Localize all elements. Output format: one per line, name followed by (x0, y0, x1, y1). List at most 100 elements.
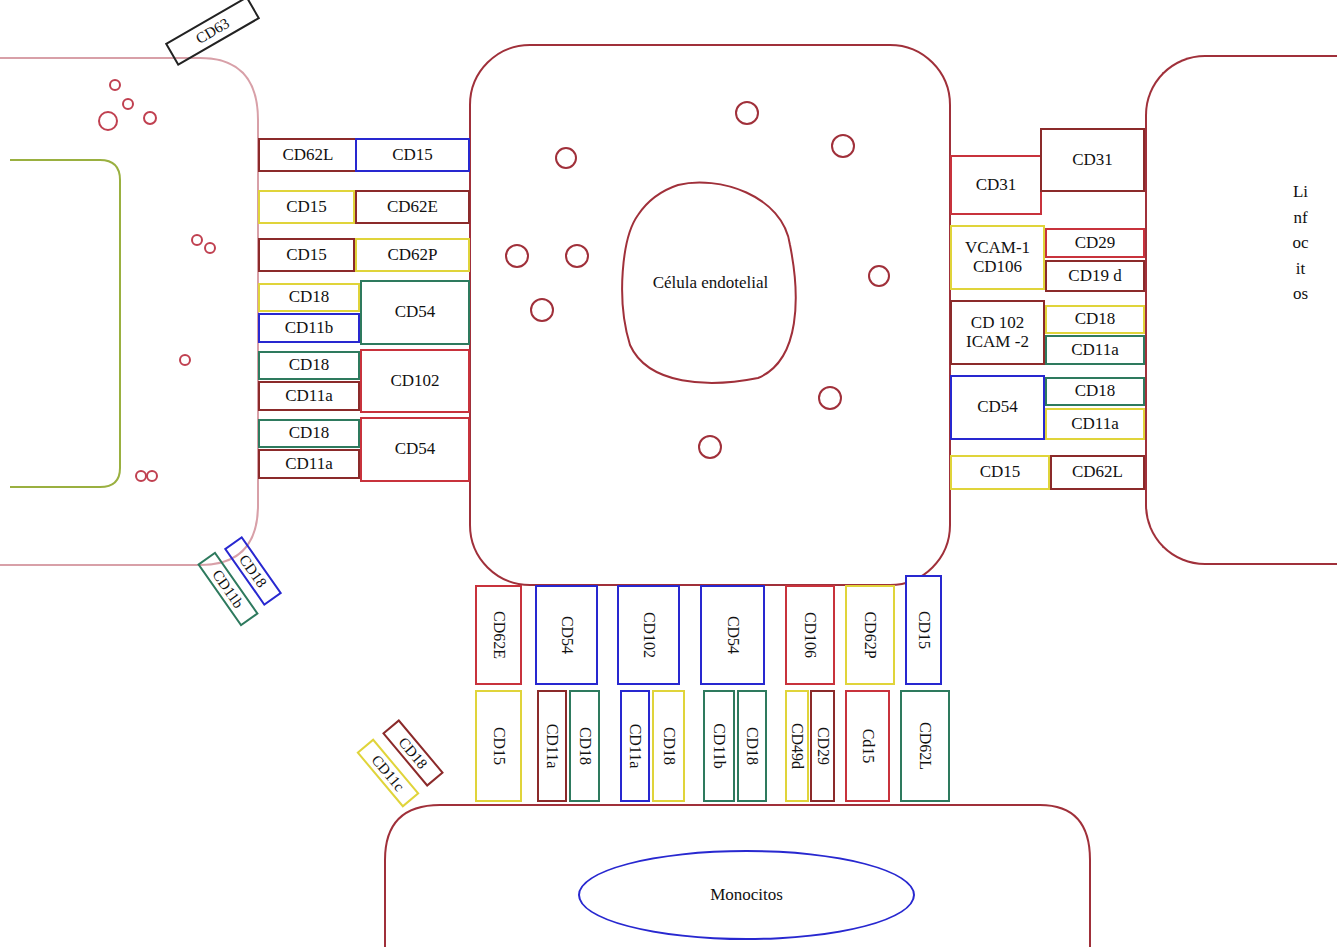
molecule-label: CD49d (789, 723, 805, 769)
left-cell-outline (0, 58, 258, 565)
adhesion-molecule: CD15 (905, 575, 942, 685)
molecule-label: CD18 (236, 552, 270, 591)
adhesion-molecule: CD31 (950, 155, 1042, 215)
monocyte-nucleus: Monocitos (578, 850, 915, 940)
adhesion-molecule: CD18 (1045, 305, 1145, 334)
lymphocyte-cell: Linfocitos (1145, 55, 1337, 565)
molecule-label: CD54 (395, 440, 436, 459)
molecule-label: CD18 (577, 727, 593, 765)
molecule-label: CD11a (544, 724, 560, 769)
molecule-label: CD18 (744, 727, 760, 765)
molecule-label: CD11a (1071, 341, 1119, 360)
molecule-label: CD15 (491, 727, 507, 765)
adhesion-molecule: CD62L (1050, 455, 1145, 490)
molecule-label: CD102 (390, 372, 439, 391)
molecule-label: CD18 (289, 424, 330, 443)
adhesion-molecule: CD15 (258, 190, 355, 224)
molecule-label: CD62L (283, 146, 334, 165)
cell-name: Linfocitos (1292, 179, 1309, 307)
adhesion-molecule: CD49d (785, 690, 809, 802)
molecule-label: CD19 d (1068, 267, 1121, 286)
molecule-label: CD18 (395, 734, 431, 772)
molecule-label: CD18 (289, 288, 330, 307)
molecule-label: CD54 (395, 303, 436, 322)
molecule-label: CD31 (976, 176, 1017, 195)
adhesion-molecule: CD29 (1045, 228, 1145, 258)
molecule-label: CD15 (980, 463, 1021, 482)
molecule-label: CD29 (1075, 234, 1116, 253)
adhesion-molecule: CD54 (700, 585, 765, 685)
adhesion-molecule: CD18 (737, 690, 767, 802)
molecule-label: CD18 (661, 727, 677, 765)
adhesion-molecule: CD11a (537, 690, 567, 802)
cell-name: Célula endotelial (653, 273, 769, 293)
adhesion-molecule: CD11a (1045, 408, 1145, 440)
molecule-label: CD11a (627, 724, 643, 769)
adhesion-molecule: CD62L (900, 690, 950, 802)
molecule-label: CD62L (917, 722, 933, 770)
adhesion-molecule: CD63 (165, 0, 260, 66)
molecule-label: CD15 (916, 611, 932, 649)
molecule-label: CD106 (802, 612, 818, 658)
molecule-label: CD18 (289, 356, 330, 375)
adhesion-molecule: CD102 (360, 349, 470, 413)
adhesion-molecule: CD62P (355, 238, 470, 272)
molecule-label: CD62P (387, 246, 437, 265)
adhesion-molecule: CD29 (810, 690, 835, 802)
adhesion-molecule: CD102 (617, 585, 680, 685)
molecule-label: CD54 (559, 616, 575, 654)
granules (99, 80, 215, 481)
molecule-label: CD102 (641, 612, 657, 658)
adhesion-molecule: CD15 (475, 690, 522, 802)
left-cell-nucleus (10, 160, 120, 487)
molecule-label: Cd15 (860, 729, 876, 764)
adhesion-molecule: CD106 (785, 585, 835, 685)
adhesion-molecule: CD15 (258, 238, 355, 272)
molecule-label: CD54 (725, 616, 741, 654)
adhesion-molecule: CD62E (475, 585, 522, 685)
adhesion-molecule: CD 102 ICAM -2 (950, 300, 1045, 365)
adhesion-molecule: VCAM-1 CD106 (950, 225, 1045, 290)
adhesion-molecule: CD18 (258, 419, 360, 448)
molecule-label: CD62E (387, 198, 438, 217)
adhesion-molecule: Cd15 (845, 690, 890, 802)
molecule-label: CD62P (862, 611, 878, 658)
molecule-label: CD18 (1075, 310, 1116, 329)
adhesion-molecule: CD15 (950, 455, 1050, 490)
molecule-label: CD15 (286, 246, 327, 265)
molecule-label: VCAM-1 CD106 (955, 239, 1040, 276)
molecule-label: CD15 (286, 198, 327, 217)
endothelial-cell-outline (470, 45, 950, 585)
monocyte-cell-outline (385, 805, 1090, 947)
molecule-label: CD11b (711, 723, 727, 769)
molecule-label: CD 102 ICAM -2 (955, 314, 1040, 351)
cell-nucleus: Célula endotelial (618, 175, 803, 390)
adhesion-molecule: CD62L (258, 138, 358, 172)
adhesion-molecule: CD54 (950, 375, 1045, 440)
adhesion-molecule: CD11b (703, 690, 735, 802)
molecule-label: CD62L (1072, 463, 1123, 482)
adhesion-molecule: CD11a (258, 449, 360, 479)
adhesion-molecule: CD62P (845, 585, 895, 685)
molecule-label: CD54 (977, 398, 1018, 417)
molecule-label: CD15 (392, 146, 433, 165)
molecule-label: CD18 (1075, 382, 1116, 401)
molecule-label: CD11a (285, 455, 333, 474)
adhesion-molecule: CD18 (258, 283, 360, 312)
molecule-label: CD29 (815, 727, 831, 765)
adhesion-molecule: CD11b (258, 313, 360, 343)
molecule-label: CD11c (368, 752, 408, 795)
vesicles (506, 102, 889, 458)
adhesion-molecule: CD54 (360, 280, 470, 345)
adhesion-molecule: CD11a (1045, 335, 1145, 365)
adhesion-molecule: CD18 (569, 690, 600, 802)
adhesion-molecule: CD18 (652, 690, 685, 802)
molecule-label: CD31 (1072, 151, 1113, 170)
molecule-label: CD11a (285, 387, 333, 406)
adhesion-molecule: CD11a (620, 690, 650, 802)
adhesion-molecule: CD62E (355, 190, 470, 224)
adhesion-molecule: CD31 (1040, 128, 1145, 192)
molecule-label: CD11b (209, 567, 247, 612)
adhesion-molecule: CD15 (355, 138, 470, 172)
adhesion-molecule: CD11a (258, 381, 360, 411)
